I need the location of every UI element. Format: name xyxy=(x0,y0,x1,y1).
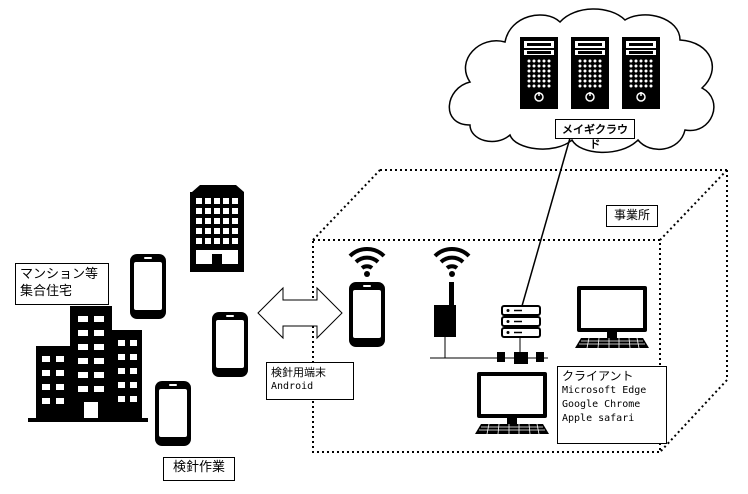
smartphone-icon xyxy=(155,381,191,446)
server-icon xyxy=(570,36,610,110)
network-line xyxy=(430,336,548,359)
rack-server-icon xyxy=(501,305,541,338)
monitor-icon xyxy=(574,285,650,349)
client-browser-safari: Apple safari xyxy=(562,413,635,424)
monitor-icon xyxy=(474,371,550,435)
office-building-icon xyxy=(190,185,244,272)
client-browser-edge: Microsoft Edge xyxy=(562,385,647,396)
meter-work-label: 検針作業 xyxy=(163,457,235,481)
client-label: クライアント Microsoft Edge Google Chrome Appl… xyxy=(557,366,667,444)
building-label: マンション等 集合住宅 xyxy=(15,263,109,305)
server-icon xyxy=(621,36,661,110)
smartphone-icon xyxy=(349,282,385,347)
double-arrow-icon xyxy=(257,286,343,340)
client-browser-chrome: Google Chrome xyxy=(562,399,641,410)
apartment-building-icon xyxy=(28,306,148,422)
server-icon xyxy=(519,36,559,110)
cloud-label: メイギクラウド xyxy=(555,119,635,151)
terminal-os: Android xyxy=(271,381,314,392)
office-boundary xyxy=(312,169,728,453)
smartphone-icon xyxy=(130,254,166,319)
wifi-icon xyxy=(433,246,471,279)
office-label: 事業所 xyxy=(606,205,658,227)
smartphone-icon xyxy=(212,312,248,377)
cloud-connection-line xyxy=(521,137,571,307)
terminal-title: 検針用端末 xyxy=(271,366,326,379)
terminal-label: 検針用端末 Android xyxy=(266,362,354,400)
router-antenna-icon xyxy=(434,282,456,358)
wifi-icon xyxy=(348,246,386,279)
client-title: クライアント xyxy=(562,369,634,383)
